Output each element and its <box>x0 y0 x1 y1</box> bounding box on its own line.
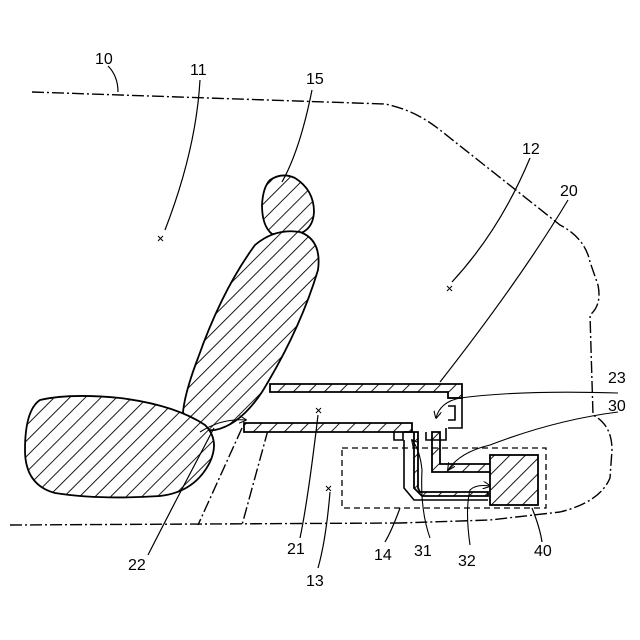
label-32: 32 <box>458 553 476 570</box>
leader-20 <box>440 200 568 382</box>
label-15: 15 <box>306 71 324 88</box>
duct-outlet-inner <box>448 406 455 420</box>
label-11: 11 <box>190 62 207 79</box>
lower-duct-flange <box>394 432 403 440</box>
leader-14 <box>385 508 400 542</box>
leader-40 <box>532 508 542 542</box>
leader-10 <box>108 66 118 92</box>
seat-back <box>183 231 319 430</box>
label-20: 20 <box>560 183 578 200</box>
label-21: 21 <box>287 541 305 558</box>
seat-frame-line-right <box>242 430 268 525</box>
leader-12 <box>452 158 530 282</box>
leader-13 <box>318 492 330 568</box>
vehicle-floor-outline <box>10 523 400 525</box>
upper-duct-panel <box>270 384 462 398</box>
duct-pipe-right <box>432 432 492 472</box>
blower-unit <box>490 455 538 505</box>
label-30: 30 <box>608 398 626 415</box>
label-10: 10 <box>95 51 113 68</box>
label-22: 22 <box>128 557 146 574</box>
label-12: 12 <box>522 141 540 158</box>
label-40: 40 <box>534 543 552 560</box>
label-23: 23 <box>608 370 626 387</box>
label-13: 13 <box>306 573 324 590</box>
label-31: 31 <box>414 543 432 560</box>
label-14: 14 <box>374 547 392 564</box>
leader-15 <box>282 90 312 182</box>
airflow-arrow-23 <box>436 392 618 418</box>
leader-21 <box>300 415 318 538</box>
lower-duct-panel <box>244 423 412 432</box>
leader-11 <box>165 80 200 230</box>
seat-headrest <box>262 175 314 234</box>
